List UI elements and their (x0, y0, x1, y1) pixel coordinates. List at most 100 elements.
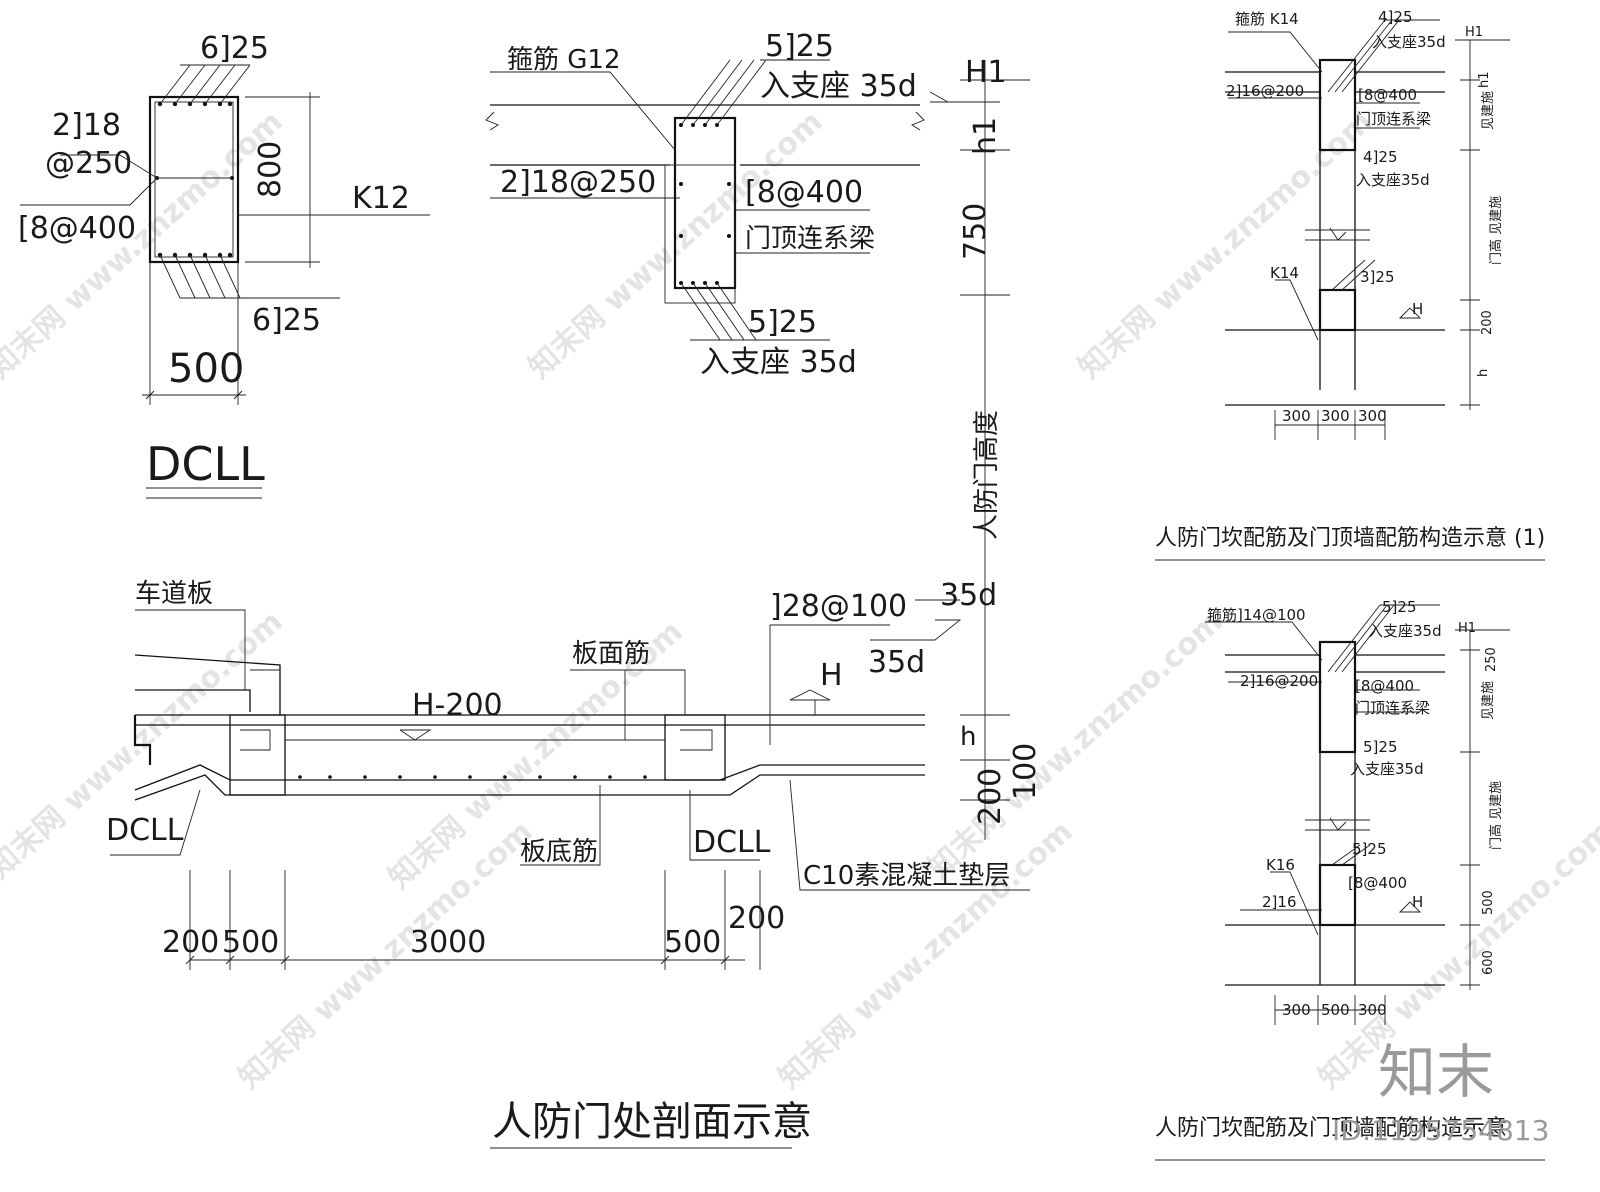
door-top-beam (1318, 58, 1357, 152)
label-28-100: ]28@100 (770, 589, 907, 624)
label-left-rebar: 2]16@200 (1226, 82, 1304, 100)
label-tie: [8@400 (1355, 677, 1414, 695)
label-tie: [8@400 (1358, 86, 1417, 104)
dim-500-right: 500 (664, 925, 721, 960)
label-h: h (960, 722, 976, 752)
label-dcll-right: DCLL (693, 825, 771, 860)
label-mid-rebar: 5]25 (1363, 738, 1397, 756)
dim-300-b: 300 (1358, 1001, 1387, 1019)
label-k12: K12 (352, 181, 410, 216)
label-door-beam: 门顶连系梁 (1356, 110, 1431, 128)
label-mid-rebar: 4]25 (1363, 148, 1397, 166)
dim-300-c: 300 (1358, 407, 1387, 425)
label-height: 800 (253, 141, 288, 198)
label-250: 250 (1484, 647, 1499, 672)
label-h1: h1 (1477, 71, 1492, 88)
door-top-beam (1318, 640, 1357, 754)
label-see-arch: 见建施 (1481, 681, 1496, 720)
label-200: 200 (1480, 310, 1495, 335)
label-door-beam: 门顶连系梁 (1355, 699, 1430, 717)
beam-outline-lower (664, 164, 736, 304)
dim-300-a: 300 (1282, 1001, 1311, 1019)
label-h-200: H-200 (412, 688, 503, 723)
label-bot-rebar: 3]25 (1360, 268, 1394, 286)
dim-300-a: 300 (1282, 407, 1311, 425)
detail-2: 箍筋]14@100 5]25 入支座35d H1 250 2]16@200 [8… (1155, 598, 1545, 1161)
branding: 知末 ID:1195754813 (1332, 1038, 1549, 1147)
label-mid-anchor: 入支座35d (1350, 760, 1424, 778)
label-left-rebar: 2]16@200 (1240, 672, 1318, 690)
label-top-rebar: 5]25 (1382, 598, 1416, 616)
label-anchor: 入支座35d (1368, 622, 1442, 640)
label-stirrup-spacing: @250 (45, 146, 132, 181)
label-100-v: 100 (1008, 743, 1043, 800)
label-H: H (820, 658, 843, 693)
brand-id: ID:1195754813 (1332, 1114, 1549, 1147)
label-door-beam: 门顶连系梁 (745, 224, 875, 254)
label-750: 750 (958, 203, 993, 260)
label-tie: [8@400 (745, 175, 863, 210)
section-door-profile: 车道板 H-200 板面筋 ]28@100 35d 35d H h 200 10… (106, 578, 1043, 1149)
dim-300-b: 300 (1321, 407, 1350, 425)
dim-3000: 3000 (410, 925, 486, 960)
label-600: 600 (1481, 950, 1496, 975)
watermark: 知末网 www.znzmo.com (1072, 104, 1379, 386)
dim-column (940, 60, 1000, 840)
label-stirrup: 2]18 (52, 108, 121, 143)
label-anchor-bottom: 入支座 35d (700, 345, 857, 380)
label-H: H (1412, 893, 1423, 911)
label-anchor: 入支座35d (1372, 33, 1446, 51)
label-door-height-arch: 门高 见建施 (1488, 196, 1504, 265)
label-h1: H1 (965, 55, 1007, 90)
detail-1-title: 人防门坎配筋及门顶墙配筋构造示意 (1) (1155, 526, 1545, 551)
label-stirrup-k14: 箍筋 K14 (1235, 10, 1299, 28)
label-H1: H1 (1458, 621, 1476, 636)
label-width: 500 (168, 346, 244, 392)
bottom-bar-dots (298, 775, 647, 779)
detail-1: 箍筋 K14 4]25 入支座35d H1 h1 2]16@200 [8@400… (1155, 8, 1545, 561)
label-tie-bottom: [8@400 (1348, 874, 1407, 892)
dcll-left (229, 714, 286, 796)
dim-200-left: 200 (162, 925, 219, 960)
label-top-rebar: 4]25 (1378, 8, 1412, 26)
ramp-slab (134, 654, 281, 715)
label-bottom-rebar: 5]25 (748, 305, 817, 340)
label-dcll-left: DCLL (106, 813, 184, 848)
section-dcll: 6]25 2]18 @250 [8@400 800 K12 6]25 500 D… (18, 31, 430, 499)
section-title-dcll: DCLL (146, 437, 265, 491)
section-door-top: 箍筋 G12 5]25 入支座 35d H1 h1 2]18@250 [8@40… (485, 29, 1030, 840)
label-door-height-arch: 门高 见建施 (1488, 781, 1504, 850)
label-concrete-layer: C10素混凝土垫层 (803, 861, 1010, 891)
label-bot-rebar: 5]25 (1352, 840, 1386, 858)
sill-top (1318, 863, 1357, 927)
label-stirrup-14-100: 箍筋]14@100 (1207, 606, 1306, 624)
detail-2-title: 人防门坎配筋及门顶墙配筋构造示意 (1155, 1116, 1507, 1141)
sill-top (1318, 288, 1357, 332)
label-2-16: 2]16 (1262, 893, 1296, 911)
label-k14: K14 (1270, 264, 1299, 282)
wall-lines (1319, 752, 1356, 985)
label-H1: H1 (1465, 25, 1483, 40)
label-door-height: 人防门高度 (972, 410, 1002, 540)
dim-500: 500 (1321, 1001, 1350, 1019)
dim-500-left: 500 (222, 925, 279, 960)
label-bottom-rebar: 6]25 (252, 303, 321, 338)
label-H: H (1412, 300, 1423, 318)
dim-200-right: 200 (728, 901, 785, 936)
beam-section-outline (148, 95, 240, 264)
label-35d-a: 35d (940, 578, 997, 613)
label-200-v: 200 (973, 768, 1008, 825)
wall-lines (1319, 150, 1356, 390)
label-500: 500 (1481, 890, 1496, 915)
label-k16: K16 (1266, 856, 1295, 874)
label-anchor-top: 入支座 35d (760, 69, 917, 104)
label-left-rebar: 2]18@250 (500, 165, 656, 200)
label-tie: [8@400 (18, 211, 136, 246)
label-top-bar: 板面筋 (572, 639, 650, 669)
label-bottom-bar: 板底筋 (520, 837, 598, 867)
label-35d-b: 35d (868, 645, 925, 680)
label-top-rebar: 6]25 (200, 31, 269, 66)
label-ramp-slab: 车道板 (135, 579, 213, 609)
brand-logo: 知末 (1378, 1038, 1494, 1106)
